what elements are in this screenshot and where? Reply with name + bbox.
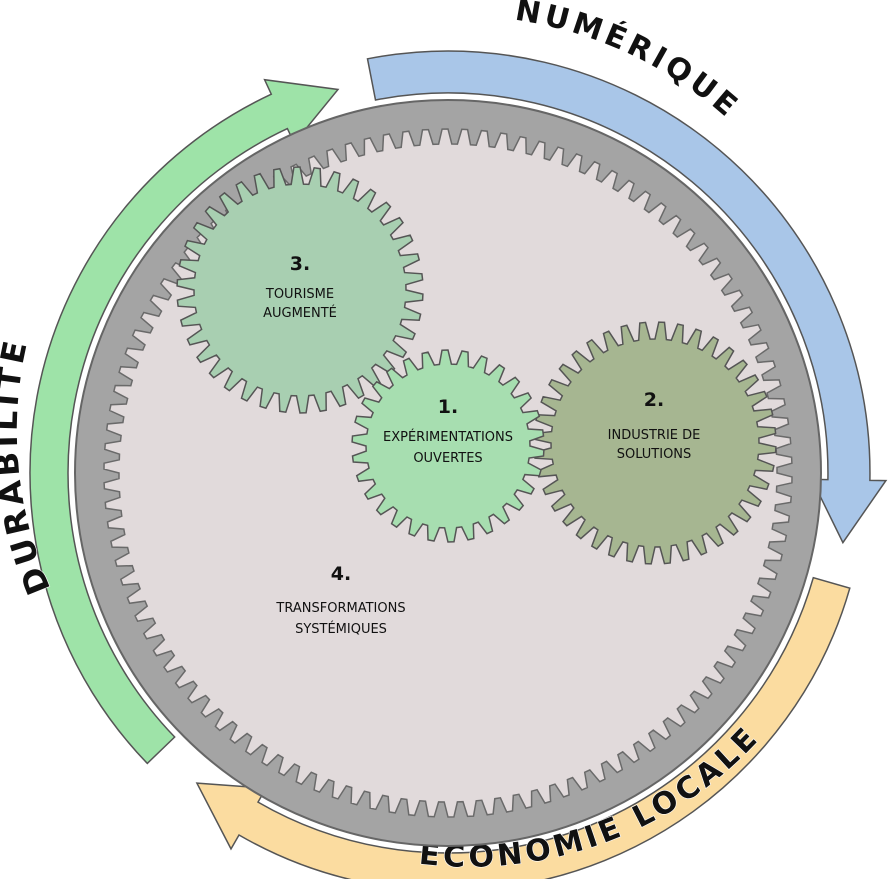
- gear-2-industrie: [533, 321, 777, 565]
- numerique-arrow: [366, 50, 888, 545]
- gear-3-tourisme: [176, 166, 424, 414]
- gear-1-line2: OUVERTES: [413, 451, 482, 466]
- gear-2-line1: INDUSTRIE DE: [608, 428, 701, 443]
- economie-locale-arrow: [195, 576, 851, 879]
- gear-3-line2: AUGMENTÉ: [263, 305, 337, 321]
- cycle-arrows: [29, 50, 888, 879]
- gear-2-number: 2.: [644, 389, 664, 411]
- gear-1-experimentations: [351, 349, 545, 543]
- gear-1-text: 1. EXPÉRIMENTATIONS OUVERTES: [383, 396, 513, 466]
- gear-3-number: 3.: [290, 253, 310, 275]
- gear-4-number: 4.: [331, 563, 351, 585]
- gear-4-text: 4. TRANSFORMATIONS SYSTÉMIQUES: [275, 563, 405, 637]
- gear-1-number: 1.: [438, 396, 458, 418]
- gear-3-text: 3. TOURISME AUGMENTÉ: [263, 253, 337, 321]
- gear-4-line1: TRANSFORMATIONS: [275, 601, 405, 616]
- gear-3-line1: TOURISME: [265, 287, 334, 302]
- gear-1-line1: EXPÉRIMENTATIONS: [383, 429, 513, 445]
- gear-2-line2: SOLUTIONS: [617, 447, 692, 462]
- durabilite-arrow: [29, 78, 340, 765]
- gear-4-line2: SYSTÉMIQUES: [295, 621, 387, 637]
- gear-2-text: 2. INDUSTRIE DE SOLUTIONS: [608, 389, 701, 462]
